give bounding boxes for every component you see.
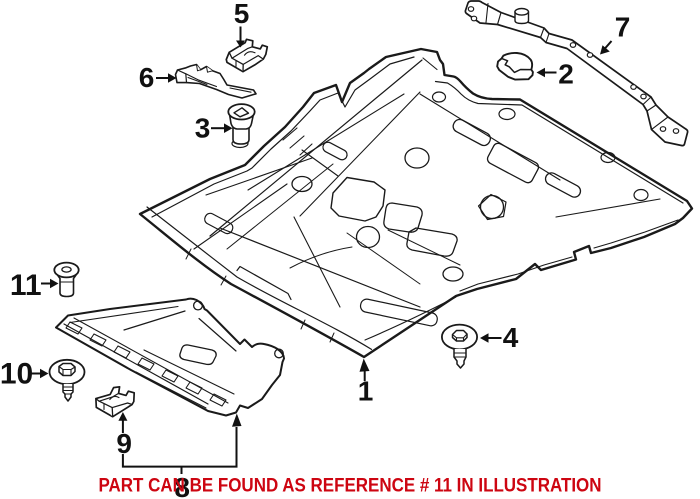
svg-text:9: 9 <box>116 428 132 459</box>
svg-text:6: 6 <box>139 62 155 93</box>
svg-text:8: 8 <box>174 472 190 499</box>
svg-text:10: 10 <box>0 358 33 391</box>
svg-text:3: 3 <box>195 113 211 144</box>
svg-text:7: 7 <box>615 12 631 43</box>
svg-text:2: 2 <box>558 59 574 90</box>
svg-text:4: 4 <box>503 322 519 353</box>
svg-text:11: 11 <box>10 269 42 302</box>
svg-text:PART CAN BE FOUND AS REFERENCE: PART CAN BE FOUND AS REFERENCE # 11 IN I… <box>99 475 602 497</box>
svg-text:1: 1 <box>358 376 374 407</box>
svg-text:5: 5 <box>234 0 250 29</box>
